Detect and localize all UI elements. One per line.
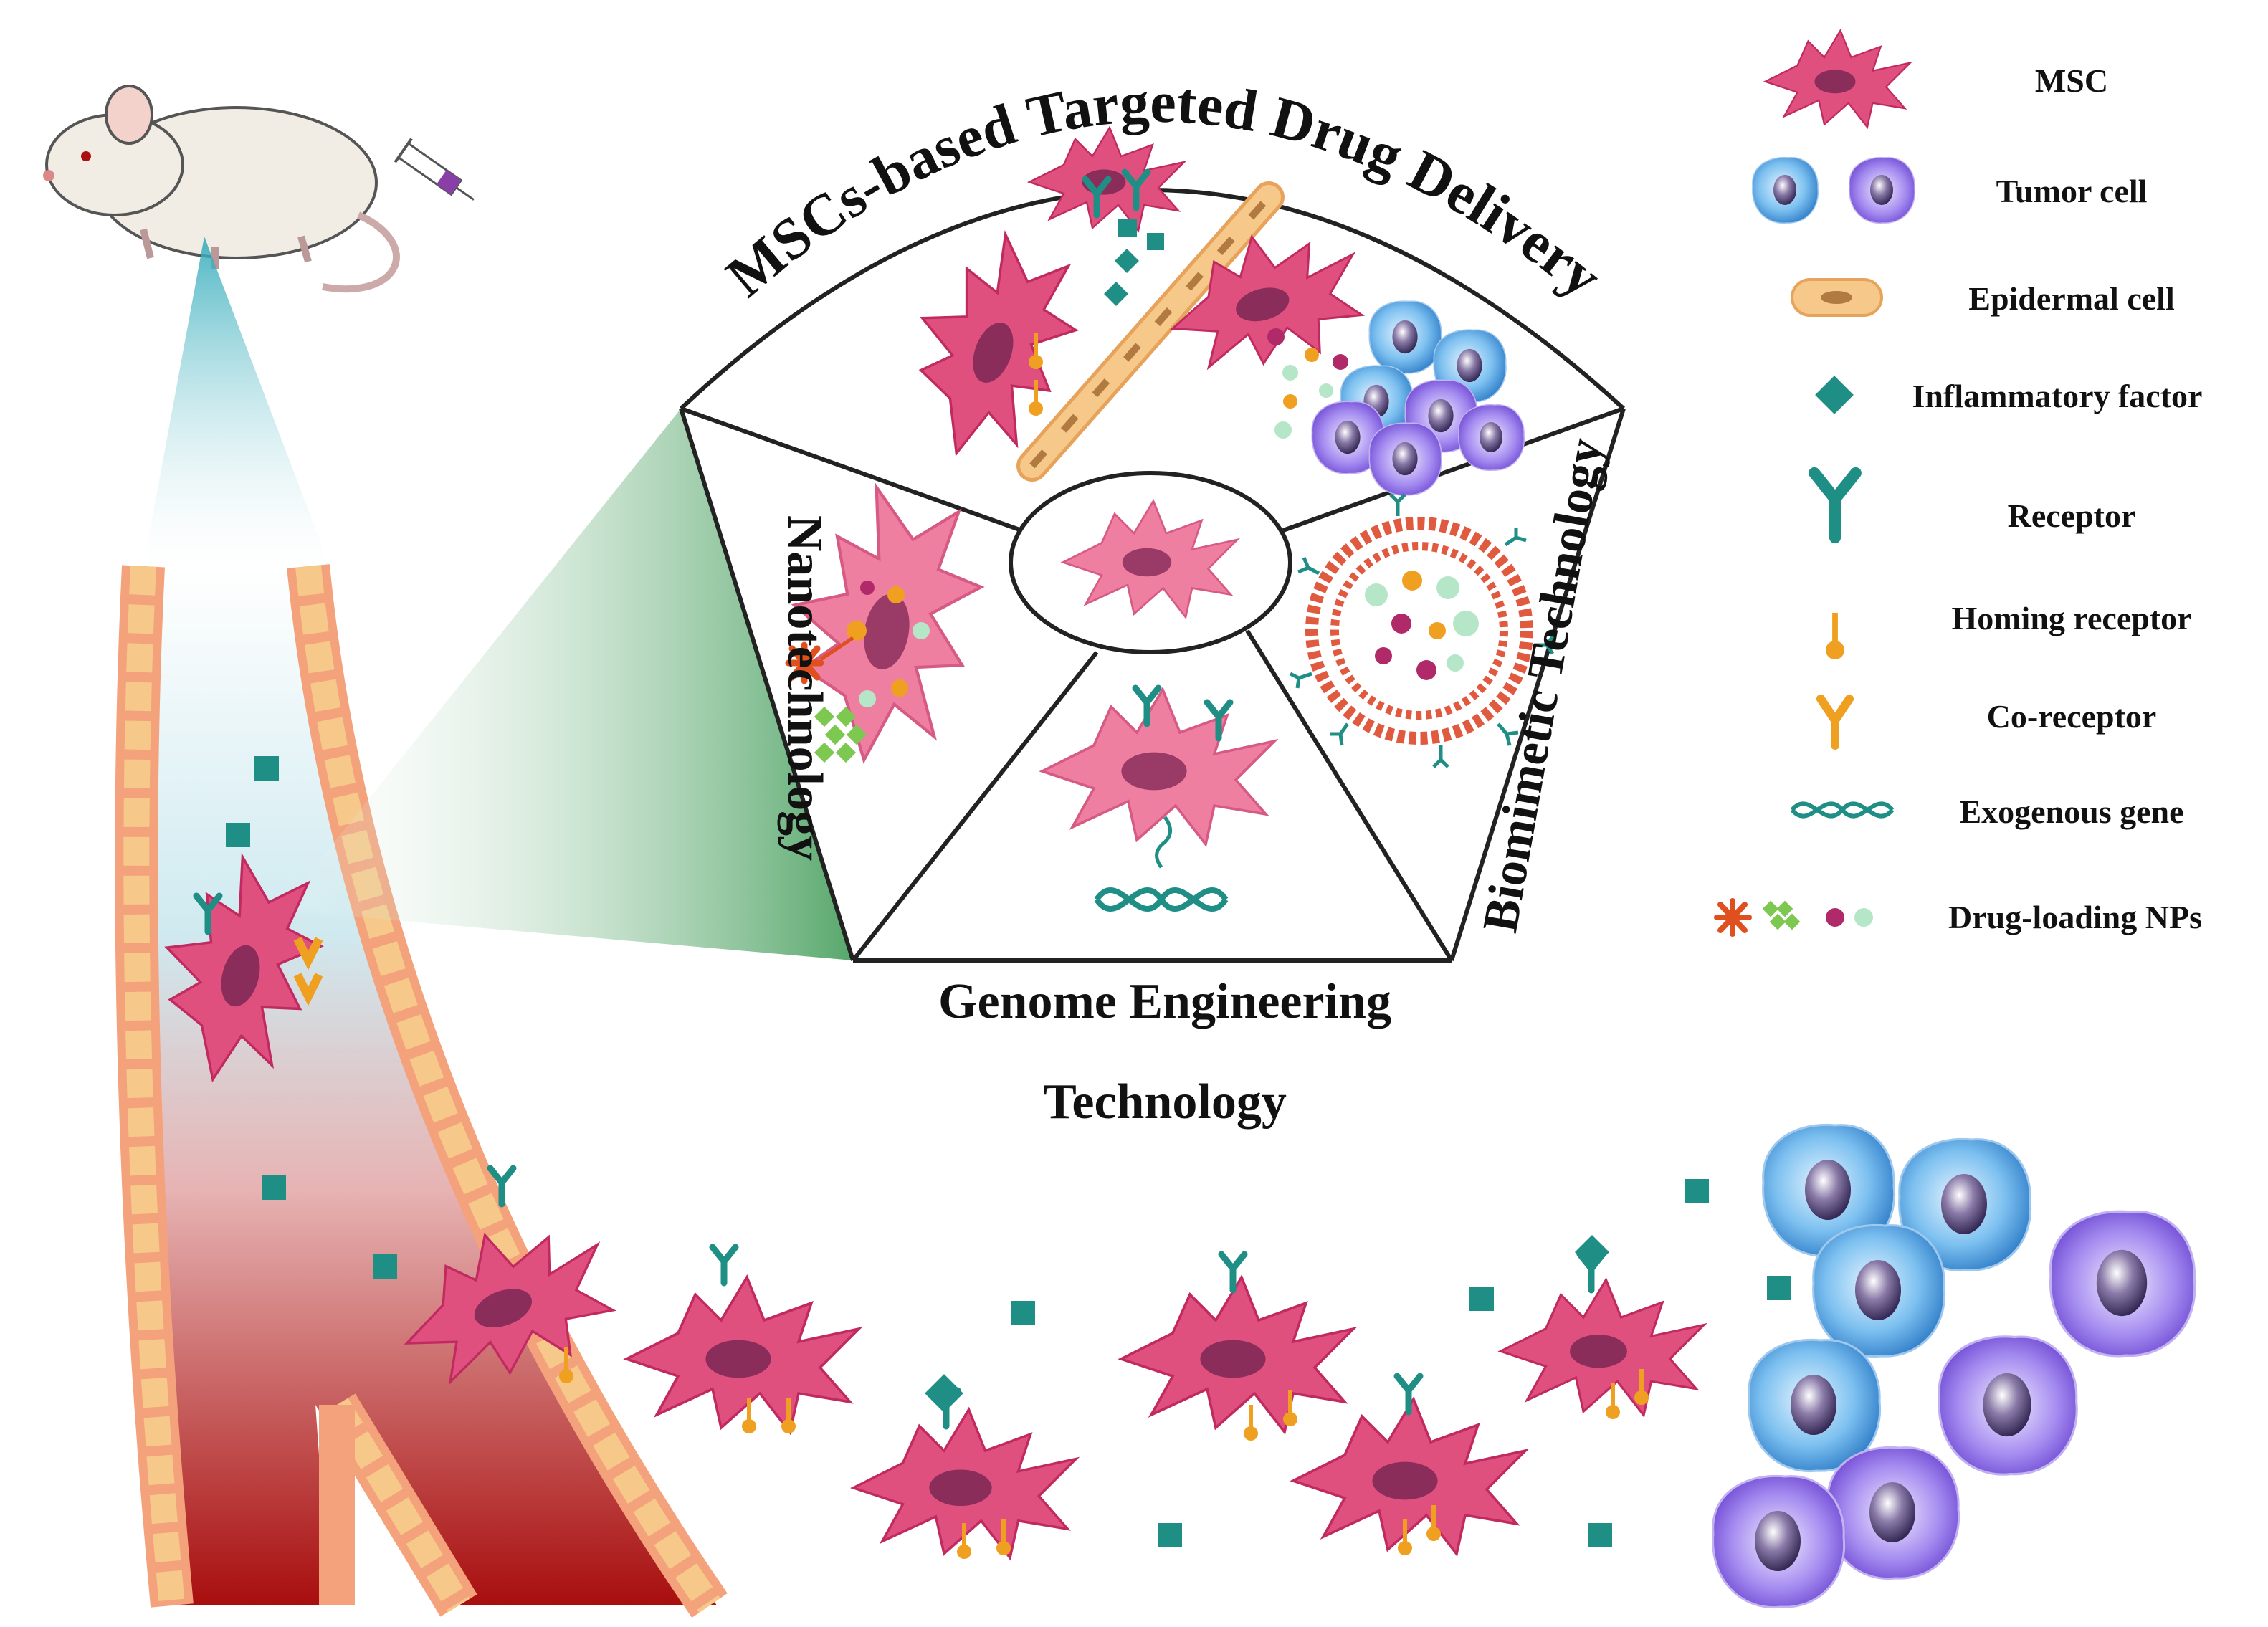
legend-label-nps: Drug-loading NPs [1948,899,2202,935]
legend-label-epidermal: Epidermal cell [1968,280,2174,317]
legend-label-homing: Homing receptor [1951,600,2191,636]
genome-engineering-label-line1: Genome Engineering [938,974,1391,1029]
co-receptor-icon [1816,695,1854,750]
legend-label-coreceptor: Co-receptor [1987,698,2157,735]
biomimetic-panel [1289,493,1555,768]
migrating-msc-row [625,1234,1705,1559]
blood-vessel [115,564,728,1618]
homing-receptor-icon [1826,613,1844,659]
syringe-icon [394,138,475,201]
targeted-delivery-panel [881,126,1525,496]
nanotechnology-panel [770,477,995,775]
legend-label-msc: MSC [2035,62,2108,99]
legend-label-receptor: Receptor [2008,497,2136,534]
inflammatory-factor-icon [1815,376,1854,414]
genome-engineering-label-line2: Technology [1043,1074,1287,1130]
co-receptor-in-vessel [293,937,323,1006]
receptor-icon [1814,473,1856,538]
mouse-illustration [43,85,475,293]
exogenous-gene-icon [1790,801,1895,819]
nanotechnology-label: Nanotechnology [777,515,832,861]
legend-label-gene: Exogenous gene [1959,793,2183,830]
legend: MSC Tumor cell Epidermal cell Inflammato… [1714,29,2203,937]
drug-loading-nps-icon [1714,898,1873,937]
epidermal-cell-icon [1791,278,1883,317]
magnification-cone-teal [143,237,330,566]
legend-label-tumor: Tumor cell [1996,173,2148,209]
tumor-cluster [1712,1123,2196,1609]
legend-label-inflammatory: Inflammatory factor [1912,378,2203,414]
msc-cell-icon [1764,29,1912,128]
inflammatory-factors [226,756,1791,1547]
magnification-cone-green [280,409,853,960]
genome-engineering-panel [1041,688,1276,912]
tumor-cell-icon [1752,156,1916,224]
